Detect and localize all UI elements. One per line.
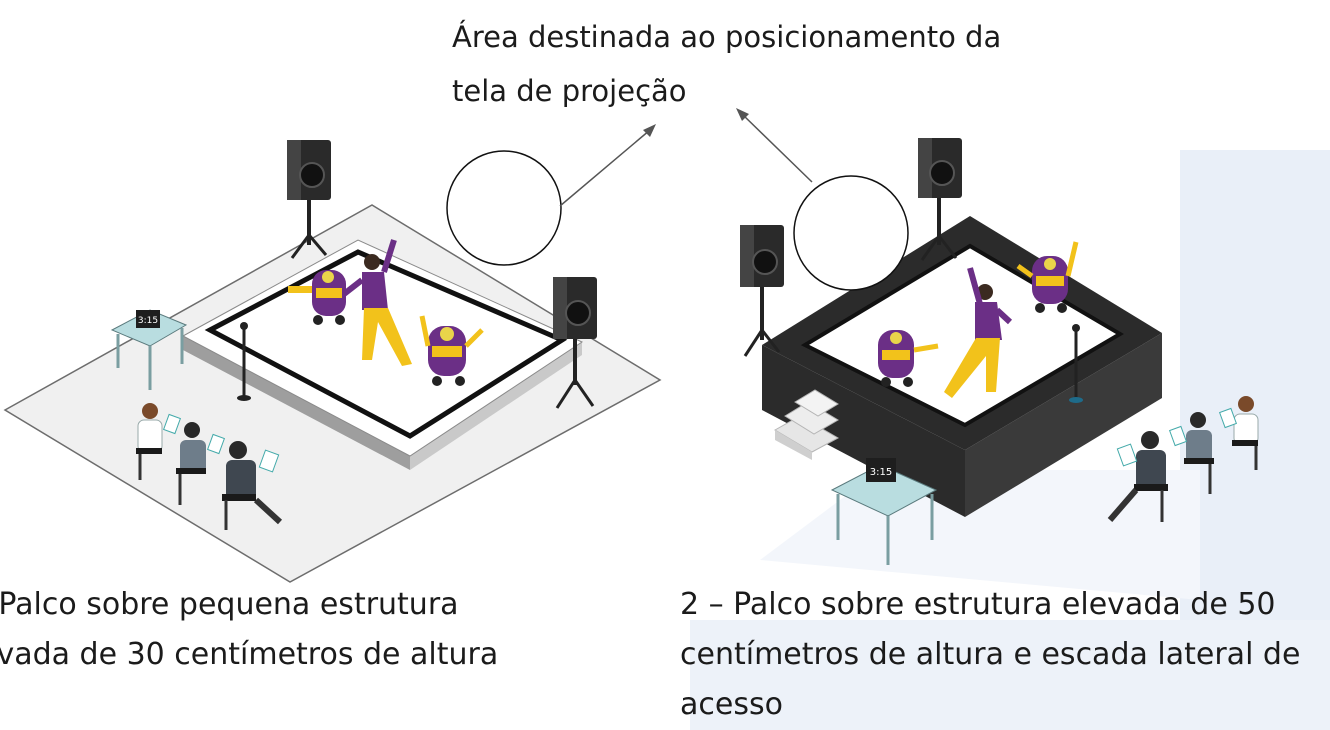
- right-caption-line-3: acesso: [680, 687, 783, 722]
- left-judge-table: 3:15: [110, 309, 188, 390]
- projection-label-line-1: Área destinada ao posicionamento da: [452, 20, 1002, 54]
- right-judges: [1107, 396, 1259, 522]
- left-platform-side-right: [410, 342, 582, 470]
- right-dancer: [944, 267, 1013, 398]
- left-robot-back: [288, 270, 346, 325]
- left-laptop-timer: 3:15: [138, 316, 158, 326]
- right-microphone-stand: [1069, 324, 1083, 403]
- right-robot-front: [878, 330, 939, 387]
- right-laptop-screen: [866, 458, 896, 482]
- left-caption-line-2: evada de 30 centímetros de altura: [0, 637, 499, 672]
- projection-area-label: Área destinada ao posicionamento da tela…: [452, 10, 1052, 118]
- left-stage-boundary: [204, 249, 568, 439]
- left-stage-scene: 3:15: [3, 124, 662, 583]
- left-stage-caption: - Palco sobre pequena estrutura evada de…: [0, 580, 578, 680]
- left-platform-side: [183, 336, 410, 470]
- left-judges: [136, 403, 283, 530]
- right-caption-line-2: centímetros de altura e escada lateral d…: [680, 637, 1301, 672]
- left-dancer: [342, 239, 412, 366]
- right-projection-arrow: [741, 113, 813, 183]
- left-projection-arrow: [559, 129, 651, 207]
- right-platform-side-right: [965, 333, 1162, 517]
- right-stage-caption: 2 – Palco sobre estrutura elevada de 50 …: [680, 580, 1330, 730]
- right-speaker-back: [918, 138, 962, 261]
- left-speaker-back: [287, 140, 331, 259]
- right-caption-line-1: 2 – Palco sobre estrutura elevada de 50: [680, 587, 1276, 622]
- left-microphone-stand: [237, 322, 251, 401]
- right-judge-table: 3:15: [830, 458, 938, 565]
- right-laptop-timer: 3:15: [870, 467, 892, 478]
- left-projection-area-circle: [446, 150, 562, 266]
- right-stage-scene: 3:15: [736, 108, 1259, 565]
- right-speaker-left: [740, 225, 784, 357]
- right-side-stairs: [773, 389, 840, 460]
- left-caption-line-1: - Palco sobre pequena estrutura: [0, 587, 459, 622]
- left-speaker-right: [553, 277, 597, 409]
- right-robot-back: [1016, 241, 1079, 313]
- left-laptop-screen: [136, 310, 160, 328]
- projection-label-line-2: tela de projeção: [452, 74, 687, 108]
- right-platform-side-left: [762, 345, 965, 517]
- left-robot-front: [419, 315, 484, 386]
- right-projection-area-circle: [793, 175, 909, 291]
